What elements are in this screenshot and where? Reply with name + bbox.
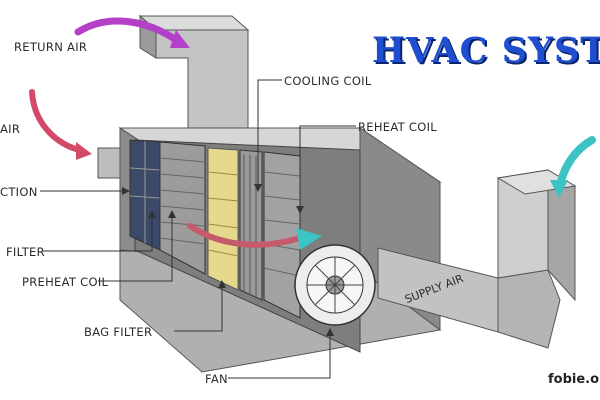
label-return-air: RETURN AIR	[14, 40, 88, 54]
diagram-title: HVAC SYSTE	[372, 30, 600, 71]
label-preheat-coil: PREHEAT COIL	[22, 275, 109, 289]
supply-air-duct	[377, 169, 577, 349]
airflow-arrow	[187, 223, 303, 248]
leader-bag-filter	[174, 280, 226, 332]
supply-air-arrowhead	[550, 180, 568, 198]
supply-air-arrow	[556, 136, 596, 188]
label-reheat-coil: REHEAT COIL	[358, 120, 438, 134]
label-outside-air: AIR	[0, 122, 21, 136]
airflow-arrowhead	[296, 228, 322, 250]
cooling-coil	[239, 149, 263, 301]
label-mixing-section: CTION	[0, 185, 38, 199]
return-air-arrowhead	[170, 30, 190, 48]
bag-filter	[207, 147, 239, 291]
outside-air-arrow	[29, 89, 83, 153]
leader-fan	[228, 328, 334, 379]
filter-section	[129, 139, 161, 251]
preheat-coil	[159, 141, 206, 275]
reheat-coil	[263, 151, 301, 319]
label-cooling-coil: COOLING COIL	[284, 74, 372, 88]
label-bag-filter: BAG FILTER	[84, 325, 153, 339]
return-air-arrow	[74, 17, 180, 44]
label-filter: FILTER	[6, 245, 45, 259]
leader-filter	[42, 210, 156, 252]
leader-lines	[40, 79, 356, 379]
leader-reheat	[296, 125, 356, 214]
outside-air-arrowhead	[76, 142, 92, 160]
watermark: fobie.o	[548, 372, 600, 387]
label-fan: FAN	[205, 372, 228, 386]
fan	[294, 244, 376, 326]
leader-cooling	[254, 79, 282, 192]
leader-preheat	[98, 210, 176, 282]
return-air-duct	[138, 14, 250, 143]
